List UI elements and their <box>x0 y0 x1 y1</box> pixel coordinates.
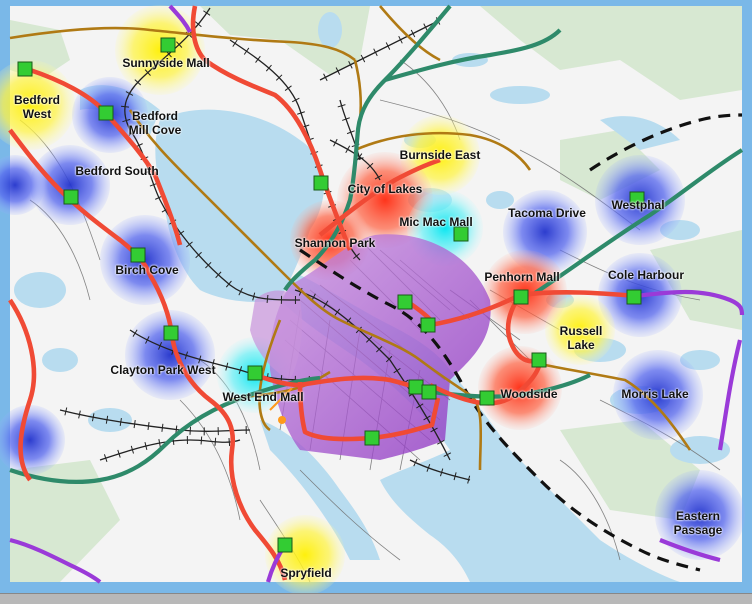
label-sunnyside-mall: Sunnyside Mall <box>122 56 209 70</box>
stop-marker[interactable] <box>532 353 546 367</box>
label-tacoma-drive: Tacoma Drive <box>508 206 586 220</box>
stop-marker[interactable] <box>99 106 113 120</box>
label-birch-cove: Birch Cove <box>115 263 178 277</box>
label-bedford-mill-cove: Bedford Mill Cove <box>129 109 182 137</box>
label-russell-lake: Russell Lake <box>560 324 603 352</box>
stop-marker[interactable] <box>278 538 292 552</box>
label-clayton-park-west: Clayton Park West <box>110 363 215 377</box>
label-eastern-passage: Eastern Passage <box>674 509 723 537</box>
label-westphal: Westphal <box>611 198 664 212</box>
label-spryfield: Spryfield <box>280 566 331 580</box>
label-burnside-east: Burnside East <box>400 148 481 162</box>
stop-marker[interactable] <box>314 176 328 190</box>
stop-marker[interactable] <box>398 295 412 309</box>
stop-marker[interactable] <box>248 366 262 380</box>
stop-marker[interactable] <box>161 38 175 52</box>
landmark-marker <box>278 416 286 424</box>
status-strip <box>0 593 752 604</box>
label-west-end-mall: West End Mall <box>222 390 303 404</box>
label-bedford-south: Bedford South <box>75 164 158 178</box>
stop-marker[interactable] <box>480 391 494 405</box>
label-woodside: Woodside <box>500 387 557 401</box>
stop-marker[interactable] <box>18 62 32 76</box>
stop-marker[interactable] <box>365 431 379 445</box>
stop-marker[interactable] <box>131 248 145 262</box>
stop-marker[interactable] <box>421 318 435 332</box>
stop-marker[interactable] <box>164 326 178 340</box>
label-penhorn-mall: Penhorn Mall <box>484 270 559 284</box>
stop-marker[interactable] <box>627 290 641 304</box>
stop-marker[interactable] <box>409 380 423 394</box>
label-city-of-lakes: City of Lakes <box>348 182 423 196</box>
label-morris-lake: Morris Lake <box>621 387 688 401</box>
label-bedford-west: Bedford West <box>14 93 60 121</box>
label-shannon-park: Shannon Park <box>295 236 376 250</box>
label-cole-harbour: Cole Harbour <box>608 268 684 282</box>
stop-marker[interactable] <box>514 290 528 304</box>
stop-marker[interactable] <box>422 385 436 399</box>
label-mic-mac-mall: Mic Mac Mall <box>399 215 472 229</box>
stop-marker[interactable] <box>454 227 468 241</box>
stop-marker[interactable] <box>64 190 78 204</box>
